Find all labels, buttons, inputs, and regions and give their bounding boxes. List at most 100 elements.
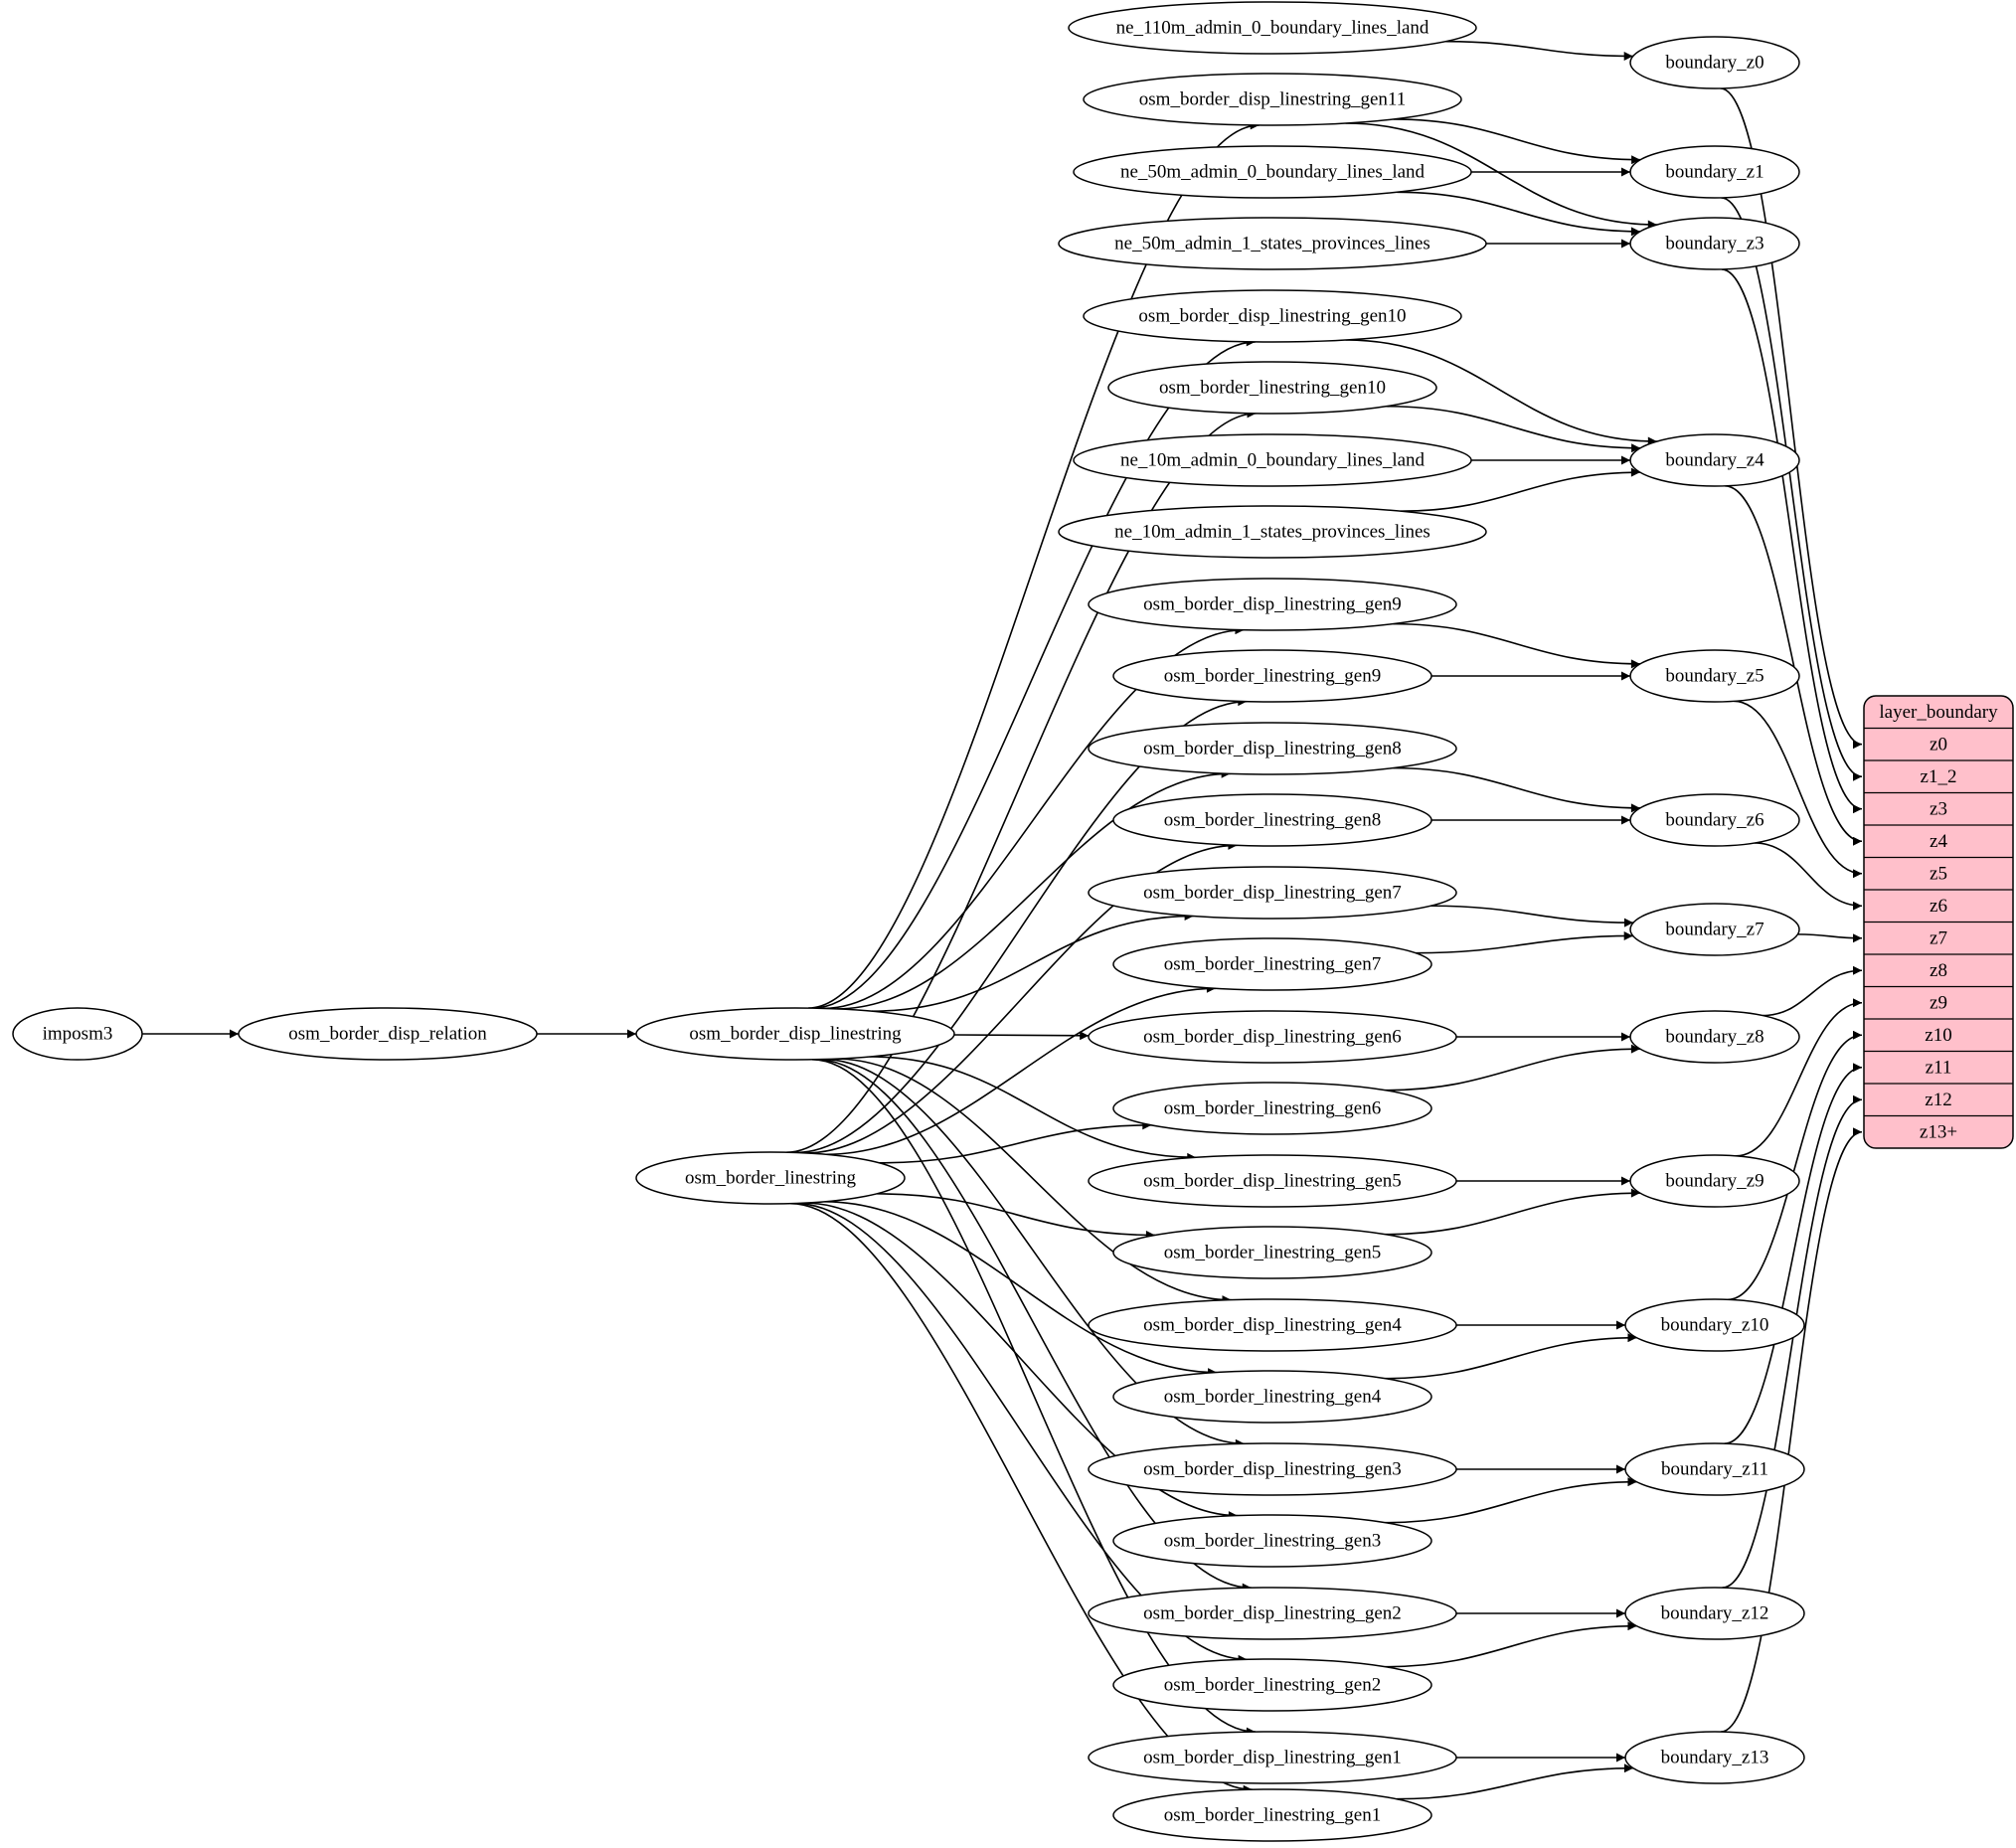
node-label: osm_border_disp_linestring_gen3 <box>1143 1459 1402 1480</box>
edge-osm_border_disp_linestring-to-osm_border_disp_linestring_gen3 <box>823 1058 1245 1448</box>
edge-boundary_z6-to-z6 <box>1754 842 1863 911</box>
edge-osm_border_disp_linestring-to-osm_border_disp_linestring_gen5 <box>869 1056 1197 1162</box>
edge-osm_border_linestring_gen10-to-boundary_z4 <box>1386 405 1641 453</box>
node-label: boundary_z6 <box>1665 810 1764 831</box>
node-osm_border_linestring_gen1: osm_border_linestring_gen1 <box>1112 1788 1432 1842</box>
node-label: osm_border_disp_linestring_gen2 <box>1143 1603 1402 1624</box>
edge-osm_border_disp_linestring_gen7-to-boundary_z7 <box>1430 905 1633 927</box>
node-shape <box>1073 145 1472 199</box>
node-label: boundary_z11 <box>1661 1459 1768 1480</box>
node-label: ne_10m_admin_0_boundary_lines_land <box>1120 450 1426 471</box>
edge-boundary_z0-to-z0 <box>1720 87 1863 750</box>
node-label: boundary_z8 <box>1665 1027 1764 1048</box>
node-ne_110m_admin_0_boundary_lines_land: ne_110m_admin_0_boundary_lines_land <box>1068 1 1477 55</box>
node-osm_border_disp_linestring_gen1: osm_border_disp_linestring_gen1 <box>1088 1731 1457 1784</box>
node-shape <box>1088 1010 1457 1064</box>
node-shape <box>1088 1298 1457 1352</box>
node-shape <box>1112 1658 1432 1712</box>
edge-osm_border_linestring-to-osm_border_linestring_gen3 <box>804 1202 1238 1521</box>
edge-osm_border_linestring_gen7-to-boundary_z7 <box>1416 930 1633 954</box>
node-label: osm_border_linestring_gen4 <box>1164 1387 1382 1408</box>
layer-table-row-z7: z7 <box>1930 927 1947 948</box>
node-label: osm_border_disp_linestring_gen9 <box>1143 594 1402 615</box>
edge-osm_border_disp_linestring-to-osm_border_disp_linestring_gen4 <box>836 1058 1232 1305</box>
node-shape <box>12 1007 143 1061</box>
node-osm_border_disp_linestring_gen9: osm_border_disp_linestring_gen9 <box>1088 578 1457 631</box>
edge-osm_border_disp_linestring_gen11-to-boundary_z3 <box>1345 122 1657 230</box>
node-label: boundary_z13 <box>1661 1748 1769 1768</box>
node-label: osm_border_linestring_gen9 <box>1164 666 1381 687</box>
edge-boundary_z7-to-z7 <box>1797 933 1863 943</box>
edge-osm_border_disp_linestring_gen9-to-boundary_z5 <box>1393 622 1640 669</box>
node-boundary_z1: boundary_z1 <box>1629 145 1800 199</box>
node-label: osm_border_disp_linestring_gen1 <box>1143 1748 1402 1768</box>
edge-osm_border_linestring-to-osm_border_linestring_gen8 <box>805 840 1238 1154</box>
node-shape <box>1112 1788 1432 1842</box>
node-shape <box>1629 36 1800 89</box>
node-osm_border_linestring_gen4: osm_border_linestring_gen4 <box>1112 1370 1432 1424</box>
node-shape <box>1088 1731 1457 1784</box>
layer-table-row-z0: z0 <box>1930 734 1947 755</box>
node-shape <box>1624 1298 1805 1352</box>
node-label: osm_border_linestring_gen3 <box>1164 1531 1381 1552</box>
edge-ne_50m_admin_0_boundary_lines_land-to-boundary_z3 <box>1397 191 1640 237</box>
edge-boundary_z9-to-z9 <box>1736 998 1863 1157</box>
node-label: boundary_z10 <box>1661 1315 1769 1336</box>
node-label: ne_50m_admin_0_boundary_lines_land <box>1120 162 1426 183</box>
node-shape <box>1088 866 1457 920</box>
node-shape <box>1112 793 1432 847</box>
node-label: boundary_z9 <box>1665 1171 1764 1192</box>
edge-osm_border_disp_linestring-to-osm_border_disp_linestring_gen7 <box>872 911 1194 1013</box>
layer-table-row-z11: z11 <box>1926 1057 1952 1078</box>
node-shape <box>1112 1226 1432 1279</box>
node-boundary_z10: boundary_z10 <box>1624 1298 1805 1352</box>
node-label: osm_border_linestring <box>685 1168 857 1189</box>
edge-boundary_z3-to-z3 <box>1721 268 1863 814</box>
node-ne_10m_admin_0_boundary_lines_land: ne_10m_admin_0_boundary_lines_land <box>1073 433 1472 487</box>
node-shape <box>1112 1514 1432 1568</box>
edge-osm_border_linestring-to-osm_border_linestring_gen5 <box>876 1193 1155 1240</box>
node-shape <box>1088 1154 1457 1208</box>
node-shape <box>1107 361 1437 415</box>
edge-osm_border_linestring_gen1-to-boundary_z13 <box>1396 1764 1633 1800</box>
node-shape <box>1088 578 1457 631</box>
node-osm_border_disp_linestring_gen4: osm_border_disp_linestring_gen4 <box>1088 1298 1457 1352</box>
node-label: boundary_z3 <box>1665 234 1764 254</box>
edge-boundary_z4-to-z4 <box>1725 485 1863 846</box>
layer-table-title: layer_boundary <box>1879 702 1998 723</box>
edge-boundary_z11-to-z11 <box>1724 1063 1863 1444</box>
node-shape <box>1088 722 1457 775</box>
node-shape <box>238 1007 538 1061</box>
node-boundary_z7: boundary_z7 <box>1629 903 1800 956</box>
node-label: osm_border_disp_linestring_gen5 <box>1143 1171 1402 1192</box>
node-boundary_z8: boundary_z8 <box>1629 1010 1800 1064</box>
node-shape <box>1058 505 1487 559</box>
node-osm_border_linestring_gen3: osm_border_linestring_gen3 <box>1112 1514 1432 1568</box>
edge-boundary_z13-to-z13+ <box>1721 1127 1863 1733</box>
node-osm_border_disp_linestring_gen2: osm_border_disp_linestring_gen2 <box>1088 1587 1457 1640</box>
node-shape <box>635 1151 906 1205</box>
layer-table-row-z12: z12 <box>1925 1090 1951 1110</box>
node-label: osm_border_disp_linestring_gen4 <box>1143 1315 1402 1336</box>
edge-boundary_z5-to-z5 <box>1734 700 1863 879</box>
node-shape <box>1083 289 1462 343</box>
node-shape <box>1112 1370 1432 1424</box>
edge-osm_border_disp_linestring-to-osm_border_disp_linestring_gen8 <box>836 768 1231 1010</box>
node-shape <box>1112 937 1432 991</box>
node-label: osm_border_linestring_gen8 <box>1164 810 1381 831</box>
layer-table-row-z8: z8 <box>1930 960 1947 981</box>
node-label: osm_border_linestring_gen1 <box>1164 1805 1381 1826</box>
node-label: osm_border_linestring_gen2 <box>1164 1675 1381 1696</box>
node-label: osm_border_linestring_gen10 <box>1159 378 1386 399</box>
node-label: ne_110m_admin_0_boundary_lines_land <box>1116 18 1429 39</box>
edge-osm_border_linestring_gen3-to-boundary_z11 <box>1385 1477 1637 1524</box>
node-shape <box>1112 1082 1432 1135</box>
node-label: ne_50m_admin_1_states_provinces_lines <box>1114 234 1430 254</box>
node-shape <box>1629 145 1800 199</box>
node-label: boundary_z12 <box>1661 1603 1769 1624</box>
edge-osm_border_linestring-to-osm_border_linestring_gen6 <box>879 1120 1152 1164</box>
edge-osm_border_disp_linestring_gen8-to-boundary_z6 <box>1393 766 1640 813</box>
node-osm_border_disp_relation: osm_border_disp_relation <box>238 1007 538 1061</box>
